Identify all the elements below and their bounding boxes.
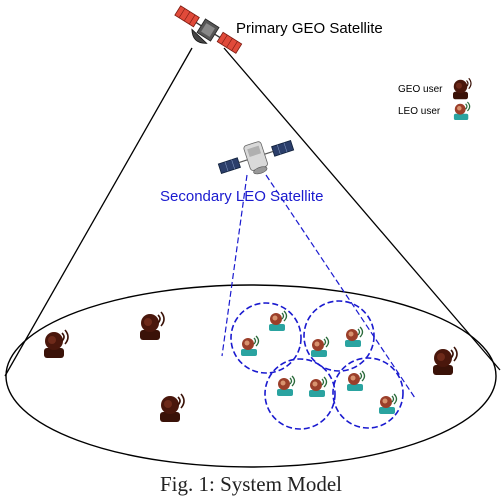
geo-beam-right-edge [223, 47, 501, 371]
spot-beam-circle [332, 357, 404, 429]
legend-leo-user-label: LEO user [398, 106, 441, 117]
coverage-area-ellipse [5, 284, 497, 468]
leo-user-terminal-icon [346, 370, 366, 392]
primary-geo-satellite-label: Primary GEO Satellite [236, 20, 383, 37]
leo-user-terminal-icon [378, 393, 398, 415]
spot-beam-circle [264, 358, 336, 430]
geo-user-terminal-icon [159, 393, 185, 423]
geo-satellite-icon [174, 5, 243, 54]
leo-user-terminal-icon [344, 326, 364, 348]
leo-user-terminal-icon [268, 310, 288, 332]
geo-user-terminal-icon [432, 346, 458, 376]
leo-spot-beams [230, 300, 404, 430]
leo-satellite-icon [217, 139, 295, 175]
secondary-leo-satellite-label: Secondary LEO Satellite [160, 188, 324, 205]
legend-geo-user-label: GEO user [398, 84, 443, 95]
leo-user-terminal-icon [453, 101, 471, 121]
spot-beam-circle [230, 302, 302, 374]
leo-user-terminal-icon [240, 335, 260, 357]
figure-caption: Fig. 1: System Model [159, 472, 343, 496]
geo-user-terminal-icon [139, 311, 165, 341]
spot-beam-circle [303, 300, 375, 372]
leo-user-terminal-icon [308, 376, 328, 398]
geo-beam-left-edge [4, 47, 193, 377]
leo-beam [221, 174, 416, 399]
leo-user-terminal-icon [310, 336, 330, 358]
geo-user-terminal-icon [43, 329, 69, 359]
leo-user-terminal-icon [276, 375, 296, 397]
geo-user-terminal-icon [452, 77, 472, 100]
